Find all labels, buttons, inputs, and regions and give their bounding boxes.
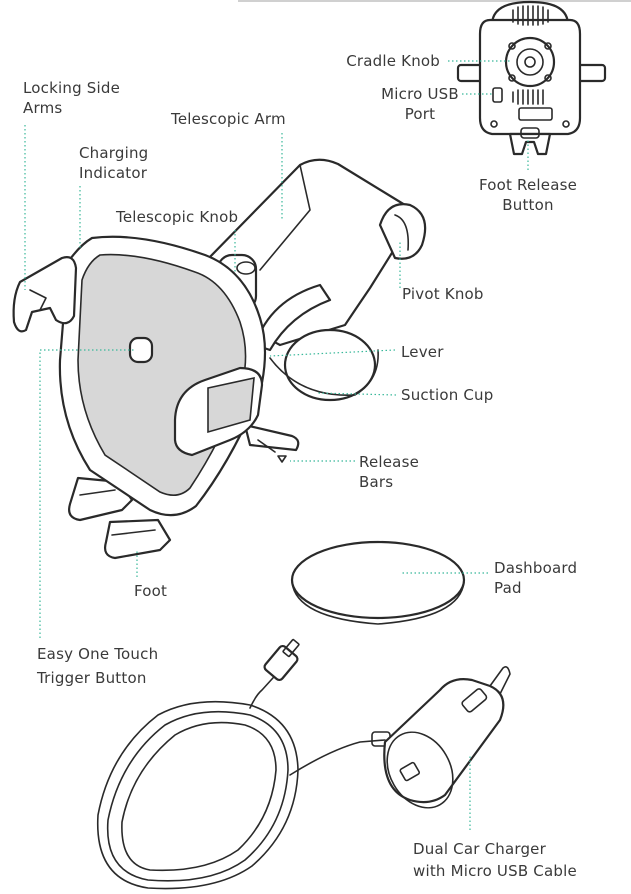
cradle-back-view — [238, 0, 631, 156]
label-telescopic-knob: Telescopic Knob — [116, 208, 239, 226]
label-foot-release-button: Foot Release Button — [478, 176, 578, 214]
label-foot: Foot — [134, 582, 168, 600]
label-release-bars: Release Bars — [359, 453, 420, 491]
label-lever: Lever — [401, 343, 444, 361]
main-holder — [12, 158, 427, 560]
leader-lines — [24, 60, 529, 830]
label-telescopic-arm: Telescopic Arm — [171, 110, 286, 128]
label-locking-side-arms: Locking Side Arms — [23, 79, 121, 117]
label-cradle-knob: Cradle Knob — [346, 52, 440, 70]
label-dual-car-charger: Dual Car Charger with Micro USB Cable — [413, 840, 577, 880]
dashboard-pad-drawing — [290, 540, 466, 625]
label-suction-cup: Suction Cup — [401, 386, 494, 404]
label-dashboard-pad: Dashboard Pad — [494, 559, 578, 597]
label-pivot-knob: Pivot Knob — [402, 285, 484, 303]
label-charging-indicator: Charging Indicator — [79, 144, 149, 182]
label-micro-usb-port: Micro USB Port — [381, 85, 459, 123]
car-charger-drawing — [96, 638, 511, 890]
label-easy-one-touch-trigger: Easy One Touch Trigger Button — [37, 645, 159, 687]
